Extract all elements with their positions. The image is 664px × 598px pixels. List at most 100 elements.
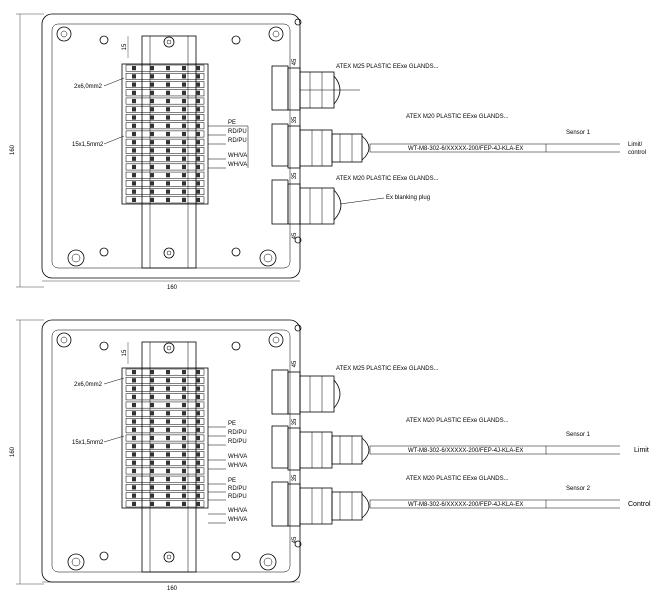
terminal-contact [166,123,170,128]
terminal-row [125,105,205,113]
terminal-contact [182,501,186,506]
terminal-contact [196,427,200,432]
wire-label: PE [228,478,236,484]
terminal-contact [150,164,154,170]
cable-label: WT-M8-302-6/XXXXX-200/FEP-4J-KLA-EX [408,448,523,454]
terminal-contact [182,140,186,145]
wire-label: WH/VA [228,162,247,168]
terminal-contact [132,411,136,416]
width-label: 160 [167,586,178,592]
terminal-contact [150,485,154,490]
terminal-contact [196,370,200,375]
terminal-row [125,484,205,491]
terminal-row [125,385,205,392]
terminal-contact [132,82,136,87]
terminal-contact [196,493,200,498]
sensor-label: Sensor 1 [566,432,591,438]
gland-label: ATEX M25 PLASTIC EExe GLANDS... [336,64,439,70]
terminal-contact [182,427,186,432]
terminal-contact [150,386,154,391]
terminal-contact [196,181,200,186]
terminal-contact [166,115,170,120]
terminal-contact [150,156,154,161]
terminal-contact [150,394,154,399]
terminal-contact [150,501,154,506]
terminal-contact [182,148,186,153]
gland-m20-sensor1 [287,125,620,169]
terminal-contact [182,156,186,161]
terminal-contact [132,468,136,474]
end-label: Limit [634,447,649,454]
terminal-contact [132,140,136,145]
terminal-contact [182,493,186,498]
large-terminal-label: 2x6,0mm2 [74,84,103,90]
drawing-bottom: 160 160 15 [10,319,651,592]
terminal-contact [182,452,186,457]
terminal-contact [182,485,186,490]
terminal-contact [132,444,136,449]
terminal-contact [150,131,154,137]
small-terminal-label: 15x1,5mm2 [72,142,104,148]
drawing-top: 160 160 [10,13,646,291]
terminal-contact [196,156,200,161]
terminal-contact [132,115,136,120]
gland-m20-sensor1 [287,427,620,471]
terminal-contact [182,378,186,383]
wire-label: RD/PU [228,486,247,492]
terminal-contact [150,468,154,474]
terminal-block [121,367,209,509]
terminal-contact [150,411,154,416]
terminal-row [125,114,205,121]
terminal-contact [182,66,186,71]
terminal-contact [150,90,154,95]
wire-label: RD/PU [228,129,247,135]
terminal-contact [166,394,170,399]
width-dimension: 160 [42,581,300,592]
terminal-contact [132,394,136,399]
terminal-contact [196,82,200,87]
terminal-contact [196,452,200,457]
terminal-contact [196,131,200,137]
wire-label: WH/VA [228,463,247,469]
gland-spacing-dims: 45 35 35 45 [292,360,298,543]
terminal-contact [132,452,136,457]
terminal-row [125,155,205,163]
wire-label: RD/PU [228,138,247,144]
terminal-contact [132,90,136,95]
terminal-contact [150,493,154,498]
terminal-contact [166,402,170,408]
terminal-row [125,130,205,138]
terminal-contact [132,460,136,465]
terminal-contact [132,156,136,161]
terminal-contact [132,173,136,178]
terminal-contact [196,386,200,391]
terminal-row [125,500,205,508]
terminal-contact [132,164,136,170]
terminal-contact [166,131,170,137]
terminal-contact [196,90,200,95]
terminal-contact [166,107,170,112]
terminal-contact [150,74,154,79]
terminal-contact [166,419,170,424]
terminal-contact [150,107,154,112]
terminal-contact [132,66,136,71]
terminal-contact [196,123,200,128]
terminal-row [125,180,205,187]
din-rail [141,341,197,573]
terminal-row [125,72,205,80]
corner-bolts [56,18,302,267]
end-label-line2: control [628,150,646,156]
terminal-contact [150,148,154,153]
terminal-contact [132,181,136,186]
terminal-contact [196,115,200,120]
wire-label: WH/VA [228,517,247,523]
terminal-contact [150,378,154,383]
terminal-contact [196,173,200,178]
terminal-contact [182,411,186,416]
height-label: 160 [10,144,16,155]
terminal-row [125,122,205,130]
terminal-contact [150,66,154,71]
gland-m20-sensor2 [287,483,620,527]
terminal-contact [150,189,154,194]
